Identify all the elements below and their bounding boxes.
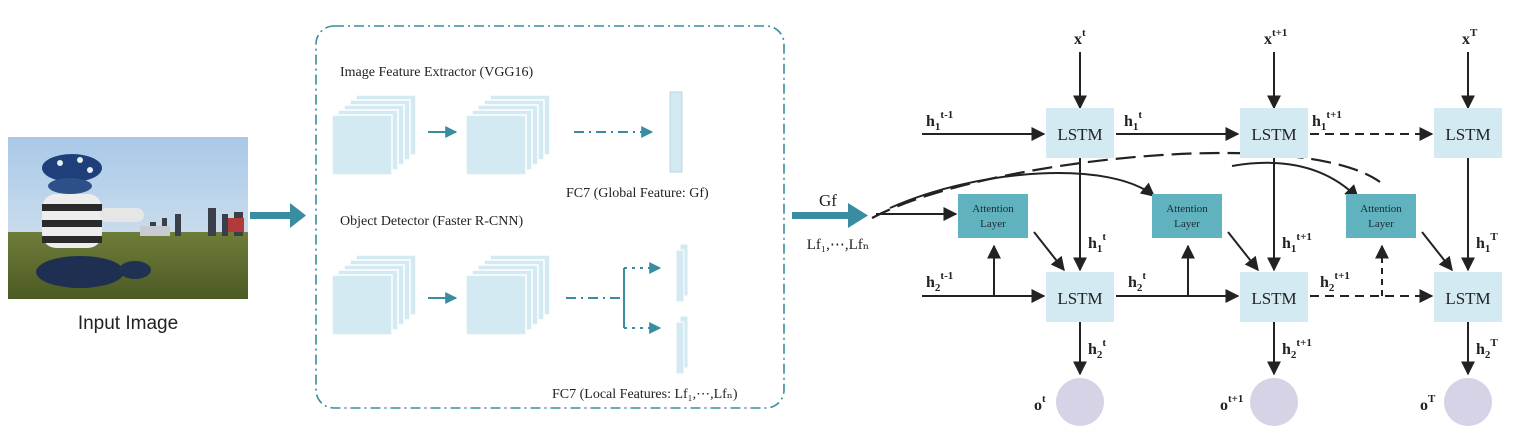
object-detector-title: Object Detector (Faster R-CNN) — [340, 214, 523, 229]
extractor-to-lstm-arrow — [792, 203, 868, 228]
h1-out-label-3: h1T — [1476, 231, 1498, 255]
feature-dashed-arc — [871, 151, 1381, 219]
h1-prev-label: h1t-1 — [926, 109, 953, 133]
rcnn-stack-2 — [465, 254, 551, 336]
lf-label: Lf₁,⋯,Lfₙ — [807, 237, 870, 253]
x-label-2: xt+1 — [1264, 27, 1287, 48]
x-label-3: xT — [1462, 27, 1478, 48]
o-label-3: oT — [1420, 393, 1436, 414]
lstm-top-3: LSTM — [1434, 108, 1502, 158]
image-to-extractor-arrow — [250, 203, 306, 228]
attn-to-lstm-3 — [1421, 231, 1453, 272]
global-feature-bar — [669, 91, 683, 173]
input-image — [8, 137, 248, 299]
h2-out-label-3: h2T — [1476, 337, 1498, 361]
lstm-label: LSTM — [1251, 125, 1296, 144]
o-label-2: ot+1 — [1220, 393, 1243, 414]
attn-to-lstm-2 — [1227, 231, 1259, 272]
h2-mid1-label: h2t — [1128, 270, 1146, 294]
attention-label-line1: Attention — [1360, 203, 1402, 215]
attn-to-lstm-1 — [1033, 231, 1065, 272]
h2-out-label-2: h2t+1 — [1282, 337, 1312, 361]
lstm-bottom-2: LSTM — [1240, 272, 1308, 322]
attention-label-line2: Layer — [1368, 218, 1394, 230]
h2-mid2-label: h2t+1 — [1320, 270, 1350, 294]
lstm-label: LSTM — [1445, 125, 1490, 144]
attention-layer-1: Attention Layer — [958, 194, 1028, 238]
x-label-1: xt — [1074, 27, 1086, 48]
lstm-label: LSTM — [1445, 289, 1490, 308]
lstm-label: LSTM — [1057, 289, 1102, 308]
lstm-label: LSTM — [1057, 125, 1102, 144]
extractor-box — [315, 25, 785, 409]
attention-label-line2: Layer — [980, 218, 1006, 230]
o-label-1: ot — [1034, 393, 1046, 414]
rcnn-stack-1 — [331, 254, 417, 336]
lstm-top-1: LSTM — [1046, 108, 1114, 158]
vgg-stack-2 — [465, 94, 551, 176]
h1-out-label-1: h1t — [1088, 231, 1106, 255]
input-image-label: Input Image — [78, 313, 178, 334]
feature-arc-to-attn-3 — [1231, 161, 1359, 199]
vgg-stack-1 — [331, 94, 417, 176]
lstm-bottom-3: LSTM — [1434, 272, 1502, 322]
attention-layer-2: Attention Layer — [1152, 194, 1222, 238]
h2-prev-label: h2t-1 — [926, 270, 953, 294]
lstm-top-2: LSTM — [1240, 108, 1308, 158]
h1-out-label-2: h1t+1 — [1282, 231, 1312, 255]
local-feature-bars — [675, 243, 689, 375]
attention-label-line1: Attention — [1166, 203, 1208, 215]
lstm-bottom-1: LSTM — [1046, 272, 1114, 322]
local-feature-label: FC7 (Local Features: Lf₁,⋯,Lfₙ) — [552, 387, 738, 402]
output-circle-2 — [1250, 378, 1298, 426]
attention-layer-3: Attention Layer — [1346, 194, 1416, 238]
output-circle-1 — [1056, 378, 1104, 426]
attention-label-line1: Attention — [972, 203, 1014, 215]
image-feature-title: Image Feature Extractor (VGG16) — [340, 65, 534, 80]
h1-mid1-label: h1t — [1124, 109, 1142, 133]
h1-mid2-label: h1t+1 — [1312, 109, 1342, 133]
global-feature-label: FC7 (Global Feature: Gf) — [566, 186, 709, 201]
output-circle-3 — [1444, 378, 1492, 426]
rcnn-branch-arrows — [566, 262, 662, 334]
feature-arc-to-attn-2 — [889, 172, 1156, 209]
attention-label-line2: Layer — [1174, 218, 1200, 230]
h2-out-label-1: h2t — [1088, 337, 1106, 361]
gf-label: Gf — [819, 191, 837, 210]
lstm-label: LSTM — [1251, 289, 1296, 308]
